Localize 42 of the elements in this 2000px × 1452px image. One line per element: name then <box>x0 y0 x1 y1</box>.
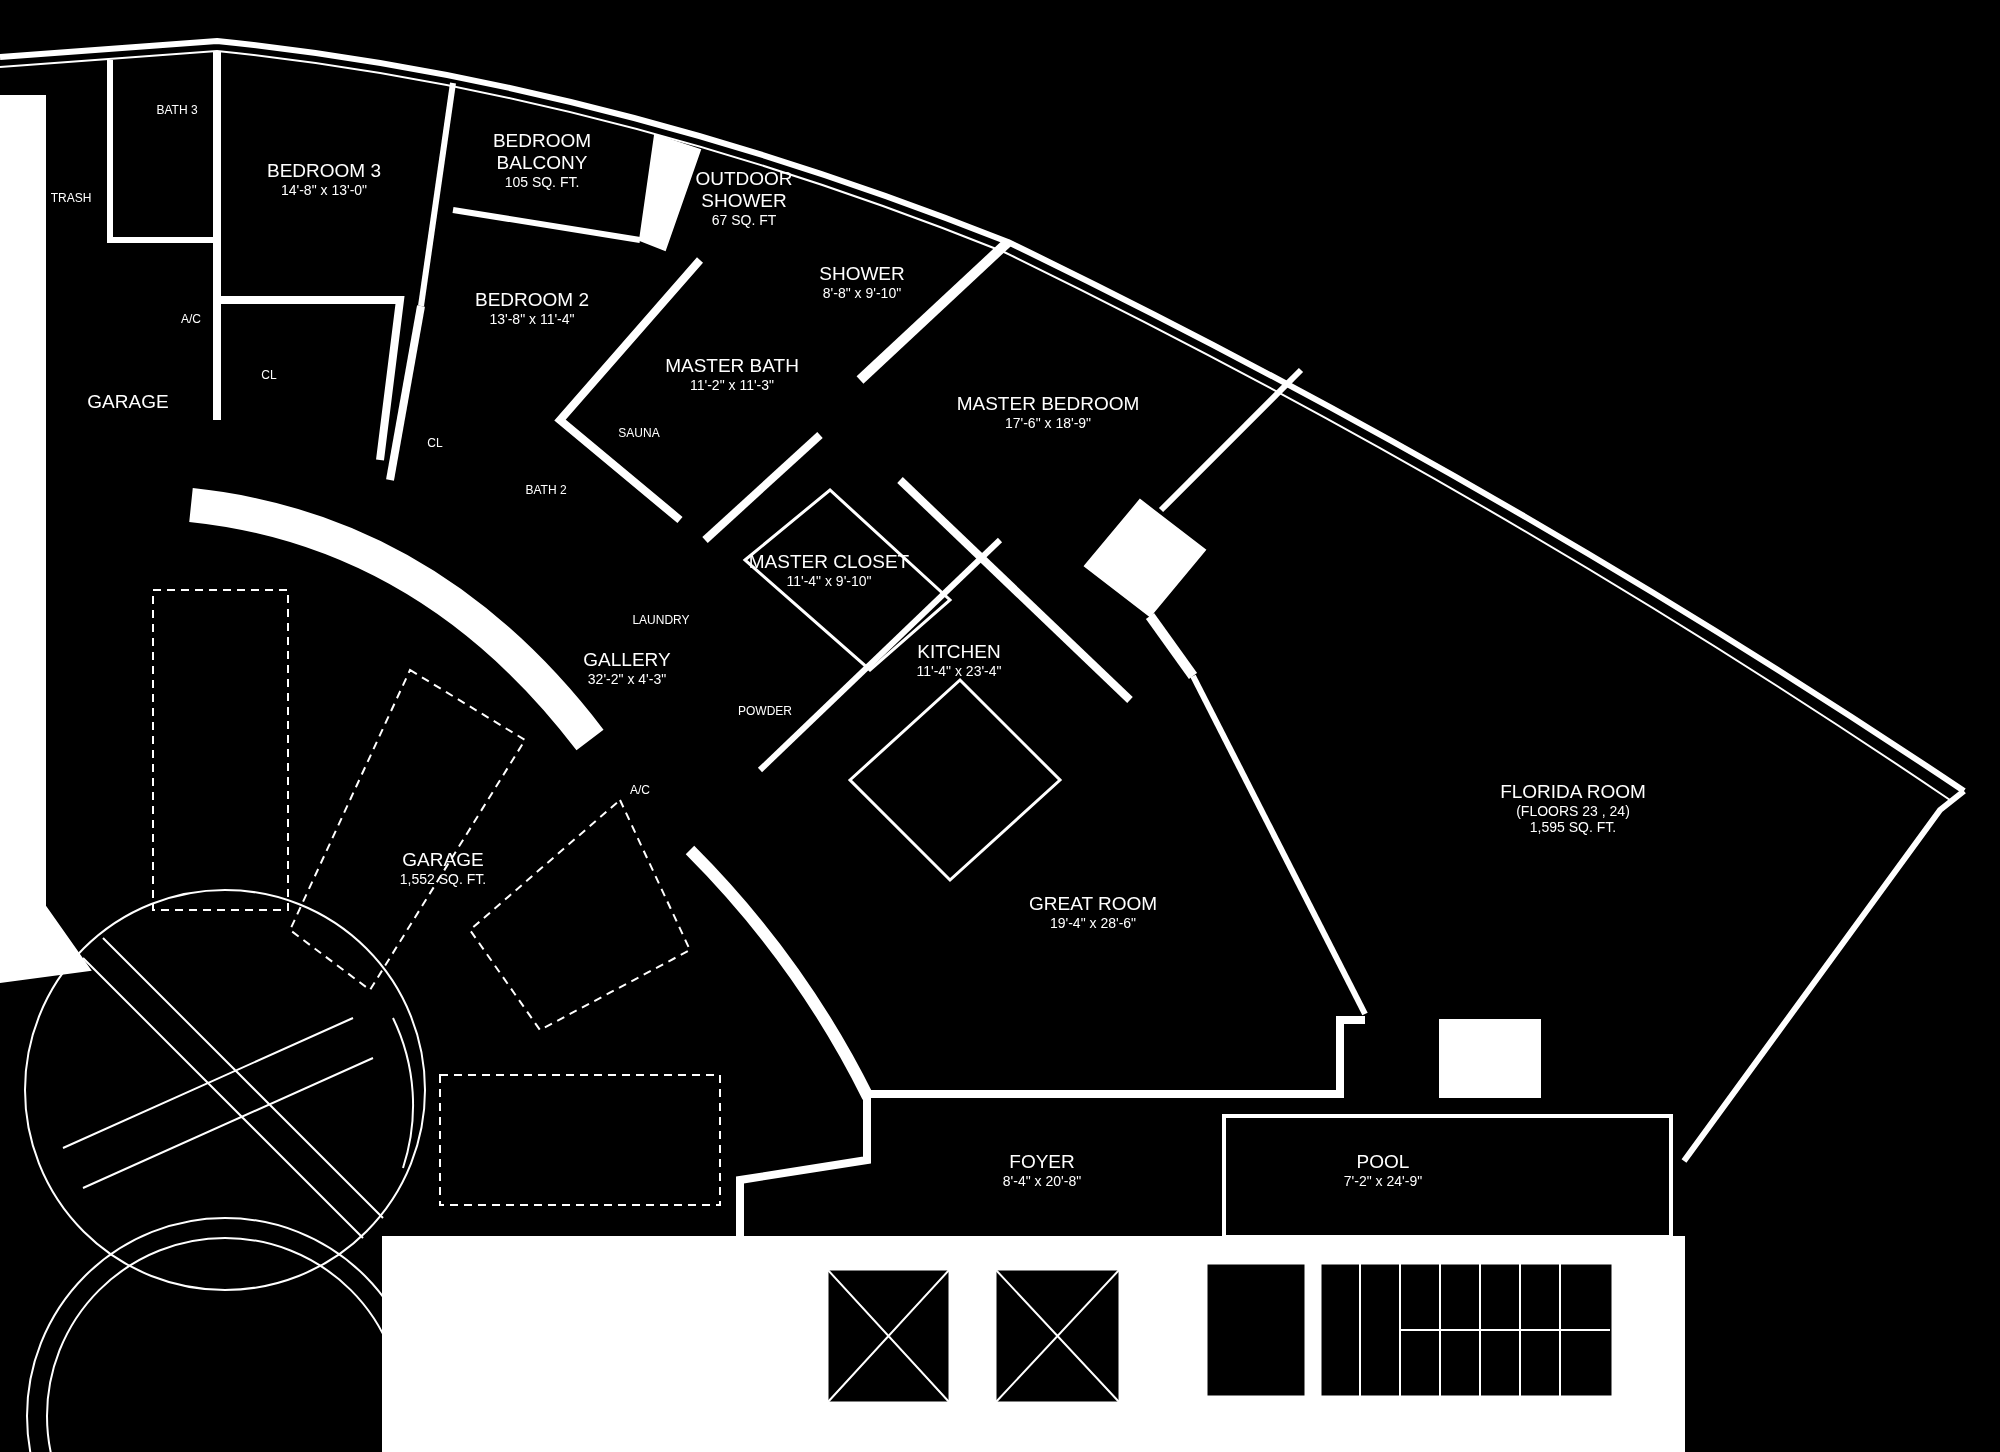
room-dimensions: 1,595 SQ. FT. <box>1529 818 1617 835</box>
room-label: A/C <box>181 313 201 327</box>
room-name: MASTER BATH <box>665 355 799 377</box>
room-label: LAUNDRY <box>632 614 690 628</box>
room-name: BEDROOM 2 <box>475 289 589 311</box>
room-name: POOL <box>1355 1151 1411 1173</box>
room-dimensions: 8'-8" x 9'-10" <box>821 284 903 301</box>
room-name: OUTDOOR SHOWER <box>694 168 794 212</box>
room-dimensions: 14'-8" x 13'-0" <box>279 181 369 198</box>
room-name: FLORIDA ROOM <box>1500 781 1646 803</box>
room-name: MASTER CLOSET <box>748 551 910 573</box>
room-label: SAUNA <box>618 427 660 441</box>
room-dimensions: 105 SQ. FT. <box>503 173 581 190</box>
room-dimensions: (FLOORS 23 , 24) <box>1515 802 1631 819</box>
room-dimensions: 8'-4" x 20'-8" <box>1002 1172 1082 1189</box>
room-name: FOYER <box>1008 1151 1076 1173</box>
room-name: SHOWER <box>819 263 905 285</box>
room-name: GARAGE <box>401 849 485 871</box>
room-name: BEDROOM 3 <box>267 160 381 182</box>
room-dimensions: 11'-4" x 9'-10" <box>785 572 873 589</box>
room-label: BATH 3 <box>156 104 198 118</box>
room-label: POWDER <box>738 705 792 719</box>
room-name: BEDROOM BALCONY <box>491 130 593 174</box>
room-name: GREAT ROOM <box>1028 893 1158 915</box>
room-dimensions: 67 SQ. FT <box>710 211 778 228</box>
room-dimensions: 11'-2" x 11'-3" <box>689 376 775 393</box>
room-name: GALLERY <box>583 649 671 671</box>
room-label: A/C <box>630 784 650 798</box>
room-dimensions: 7'-2" x 24'-9" <box>1343 1172 1423 1189</box>
room-name: MASTER BEDROOM <box>956 393 1140 415</box>
room-dimensions: 11'-4" x 23'-4" <box>916 662 1002 679</box>
room-label: BATH 2 <box>525 484 567 498</box>
room-dimensions: 32'-2" x 4'-3" <box>586 670 668 687</box>
room-label: CL <box>427 437 443 451</box>
room-dimensions: 1,552 SQ. FT. <box>399 870 487 887</box>
room-label: CL <box>261 369 277 383</box>
room-dimensions: 13'-8" x 11'-4" <box>488 310 576 327</box>
room-label: TRASH <box>50 192 92 206</box>
room-dimensions: 19'-4" x 28'-6" <box>1048 914 1138 931</box>
room-dimensions: 17'-6" x 18'-9" <box>1003 414 1093 431</box>
room-name: GARAGE <box>87 391 169 413</box>
room-name: KITCHEN <box>916 641 1002 663</box>
